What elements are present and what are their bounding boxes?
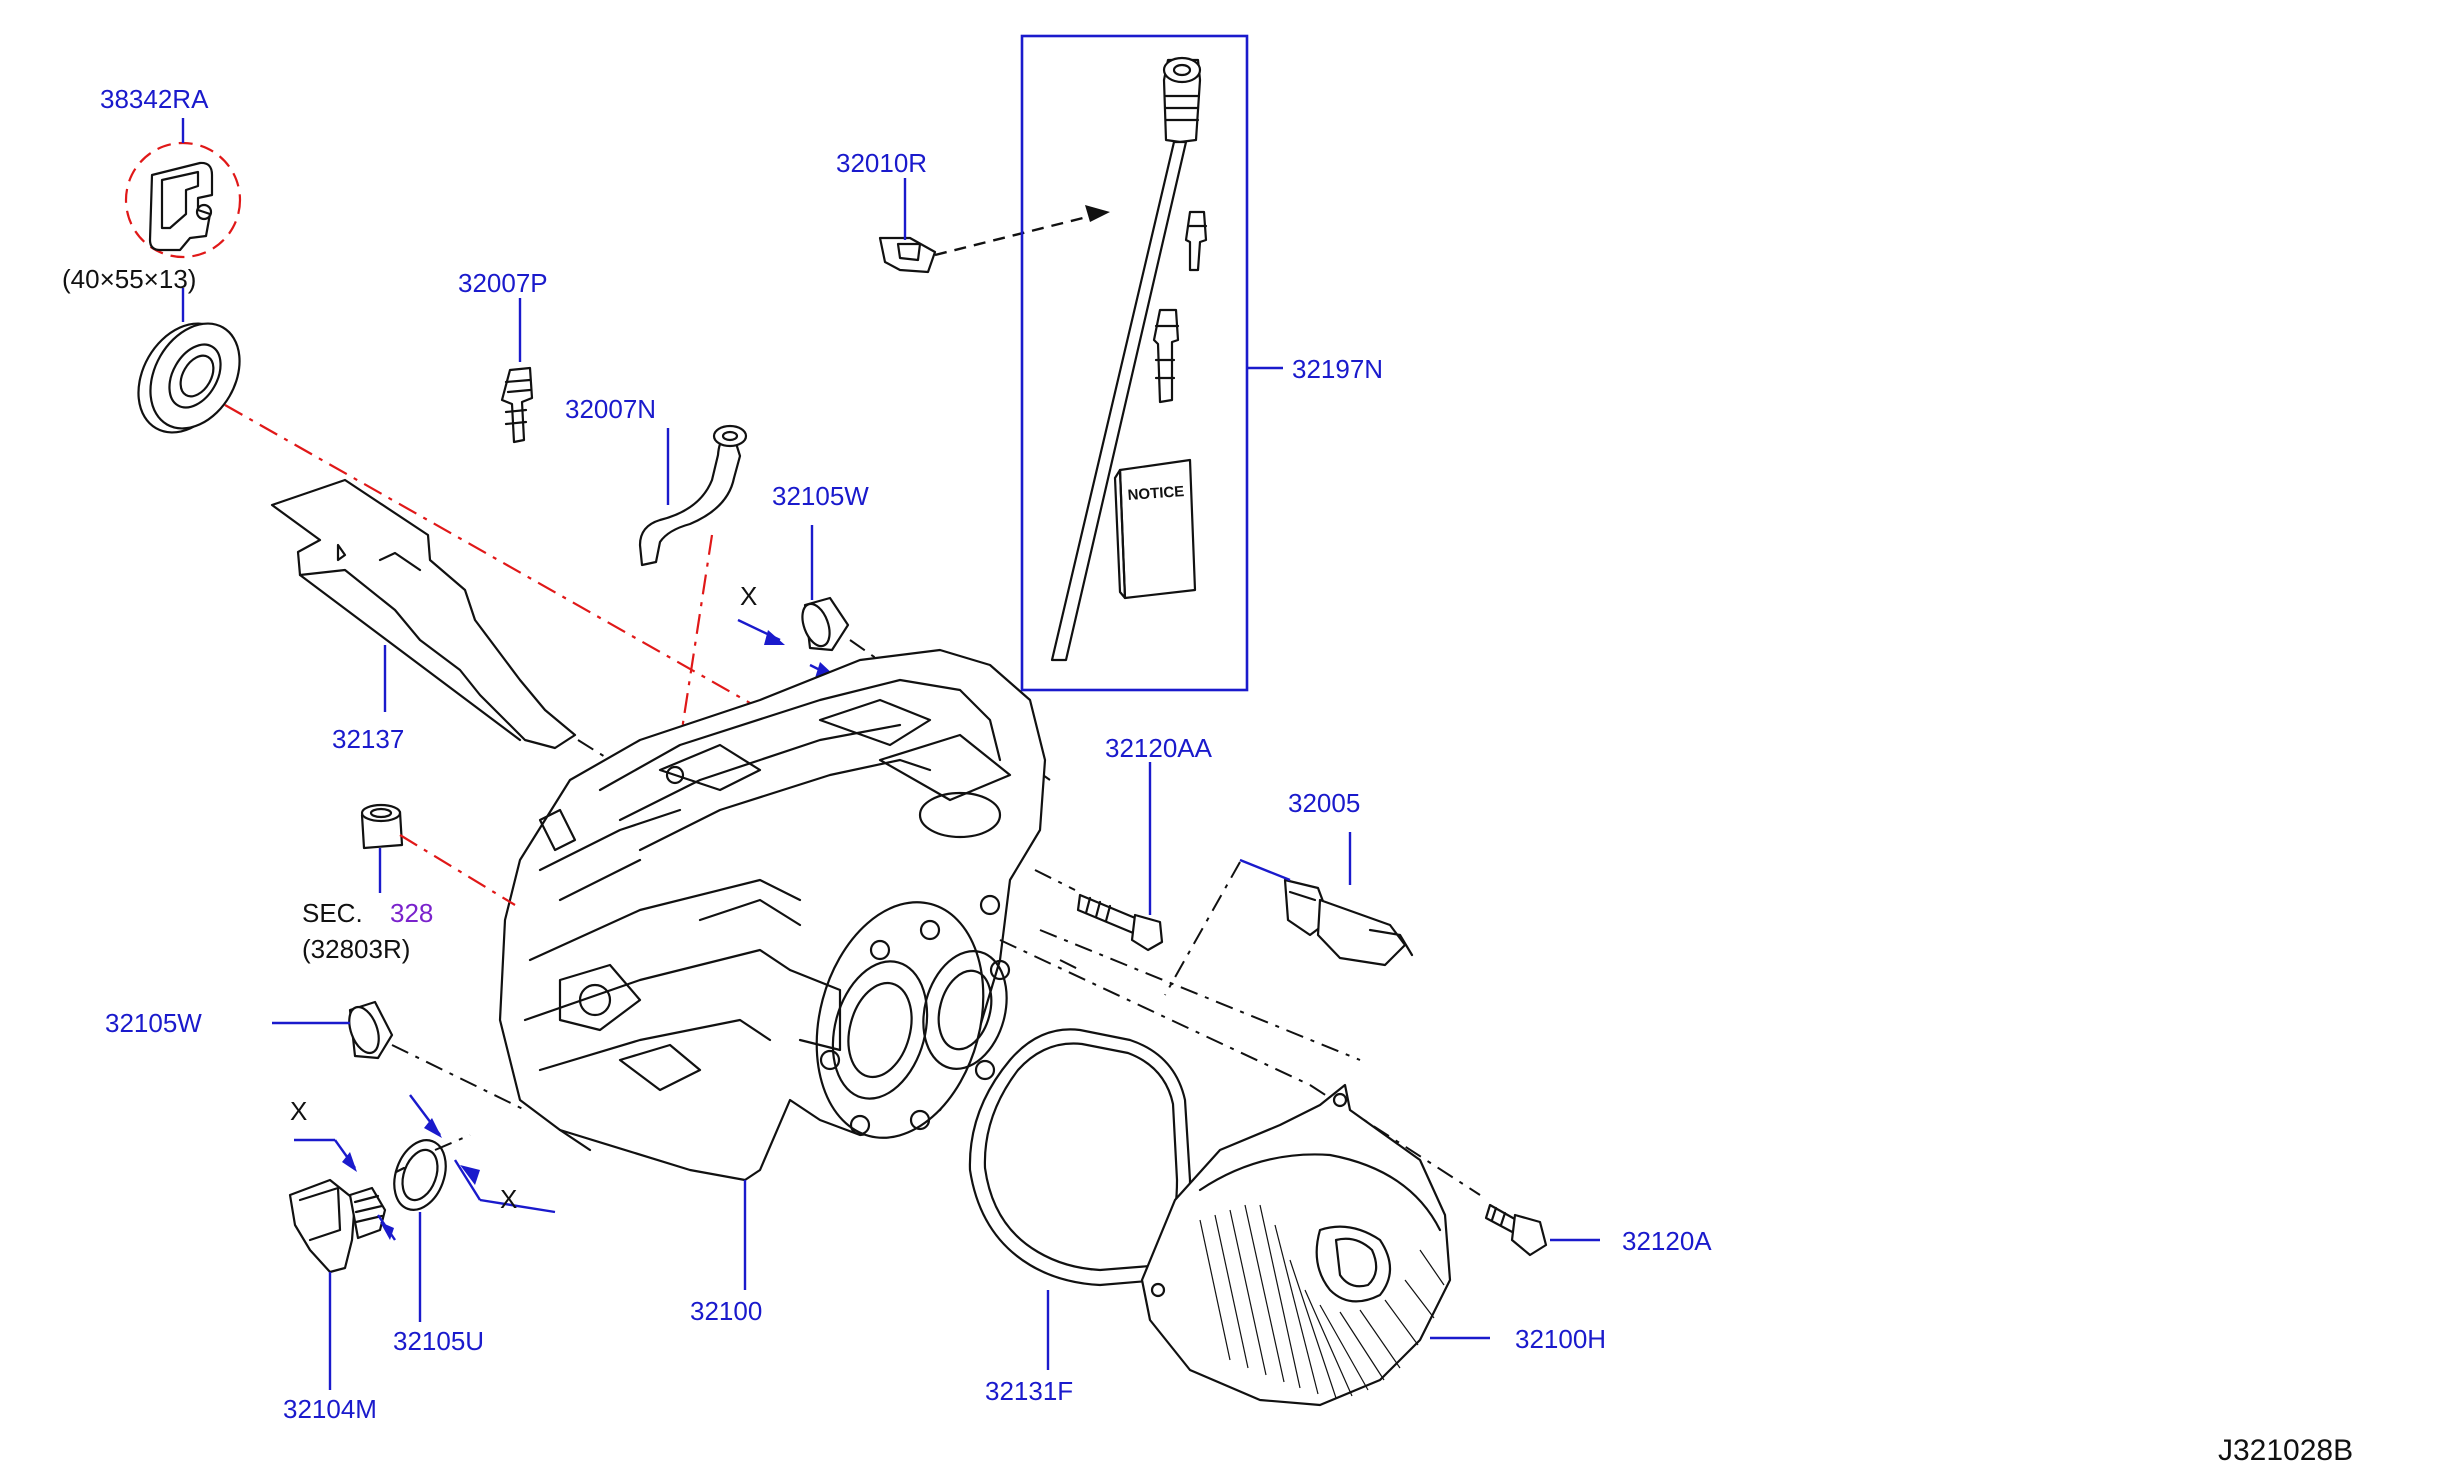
bushing-32105w-left[interactable] [344, 1000, 394, 1060]
bolt-32120a[interactable] [1484, 1203, 1548, 1257]
breather-hose-32007n[interactable] [638, 424, 748, 567]
label-x-bottom: X [500, 1184, 517, 1214]
baffle-plate-32137[interactable] [270, 478, 577, 750]
label-32105w-top[interactable]: 32105W [772, 481, 869, 511]
label-x-left: X [290, 1096, 307, 1126]
label-32131f[interactable]: 32131F [985, 1376, 1073, 1406]
breather-32007p[interactable] [500, 366, 534, 444]
washer-32105u[interactable] [385, 1133, 455, 1217]
notice-card-text: NOTICE [1127, 483, 1185, 504]
label-32120a[interactable]: 32120A [1622, 1226, 1712, 1256]
switch-32005[interactable] [1283, 878, 1414, 967]
label-38342ra[interactable]: 38342RA [100, 84, 209, 114]
label-32120aa[interactable]: 32120AA [1105, 733, 1213, 763]
label-32010r[interactable]: 32010R [836, 148, 927, 178]
label-32100[interactable]: 32100 [690, 1296, 762, 1326]
label-32104m[interactable]: 32104M [283, 1394, 377, 1424]
oil-seal[interactable] [120, 307, 258, 449]
diagram-id: J321028B [2218, 1434, 2353, 1467]
drain-plug-32104m[interactable] [288, 1178, 387, 1274]
transmission-case-32100[interactable] [498, 648, 1047, 1182]
label-32007n[interactable]: 32007N [565, 394, 656, 424]
rear-extension-32100h[interactable] [1140, 1083, 1452, 1407]
label-sec-part: (32803R) [302, 934, 410, 964]
label-32005[interactable]: 32005 [1288, 788, 1360, 818]
label-32105u[interactable]: 32105U [393, 1326, 484, 1356]
label-sec-number[interactable]: 328 [390, 898, 433, 928]
bolt-32120aa[interactable] [1076, 893, 1164, 952]
label-38342ra-size: (40×55×13) [62, 264, 196, 294]
label-sec-prefix: SEC. [302, 898, 363, 928]
label-32007p[interactable]: 32007P [458, 268, 548, 298]
oil-seal-detail[interactable] [124, 141, 242, 259]
bushing-32105w-top[interactable] [797, 596, 850, 652]
label-32100h[interactable]: 32100H [1515, 1324, 1606, 1354]
label-32105w-left[interactable]: 32105W [105, 1008, 202, 1038]
sleeve-32803r[interactable] [360, 803, 404, 850]
clip-32010r[interactable] [878, 236, 937, 274]
label-32197n[interactable]: 32197N [1292, 354, 1383, 384]
oil-level-gauge-kit[interactable]: NOTICE [1020, 34, 1249, 692]
label-32137[interactable]: 32137 [332, 724, 404, 754]
label-x-top: X [740, 581, 757, 611]
